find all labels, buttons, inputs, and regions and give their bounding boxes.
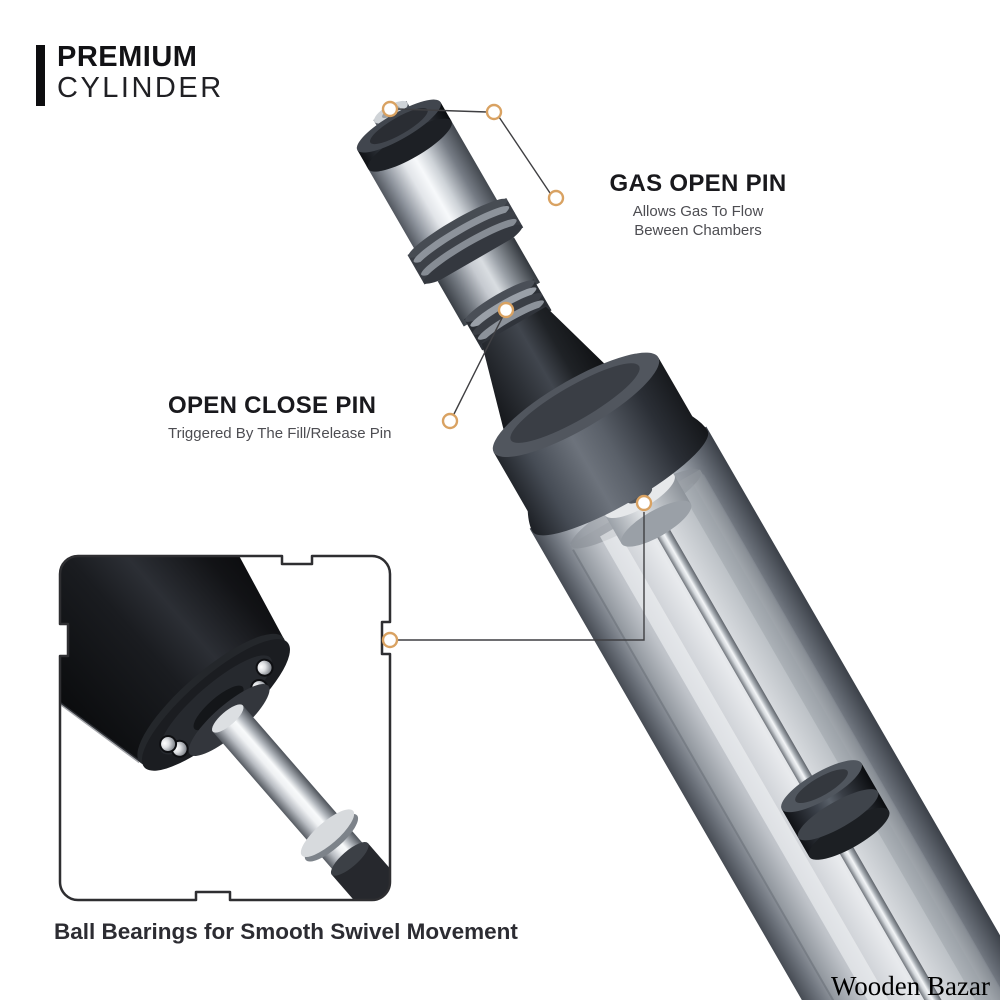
ridge-collar-upper — [407, 198, 524, 285]
open-close-label-dot — [441, 412, 459, 430]
outer-cylinder — [529, 426, 1000, 1000]
inset-frame-dot — [381, 631, 399, 649]
bearing-closeup — [60, 556, 390, 900]
rod-washer — [300, 809, 355, 858]
ball-bearings-caption: Ball Bearings for Smooth Swivel Movement — [54, 919, 518, 944]
title-line-cylinder: CYLINDER — [57, 72, 224, 104]
open-close-pin-heading: OPEN CLOSE PIN — [168, 392, 377, 419]
open-close-pin-dot — [497, 301, 515, 319]
bearing-inset — [58, 554, 392, 902]
page-title: PREMIUM CYLINDER — [57, 42, 224, 104]
inner-piston — [781, 760, 890, 860]
gas-open-pin-subtitle: Allows Gas To Flow Beween Chambers — [632, 203, 764, 239]
watermark: Wooden Bazar — [830, 971, 990, 1000]
title-accent-bar — [36, 45, 45, 106]
gas-label-dot — [547, 189, 565, 207]
leader-elbow-dot — [485, 103, 503, 121]
gas-open-pin-dot — [381, 100, 399, 118]
open-close-pin-subtitle: Triggered By The Fill/Release Pin — [168, 425, 392, 442]
bearing-guide-dot — [635, 494, 653, 512]
gas-cylinder — [356, 99, 1000, 1000]
gas-open-pin-callout: GAS OPEN PIN Allows Gas To Flow Beween C… — [567, 170, 829, 240]
open-close-pin-callout: OPEN CLOSE PIN Triggered By The Fill/Rel… — [168, 392, 468, 443]
callout-leaders — [381, 100, 653, 649]
title-line-premium: PREMIUM — [57, 41, 198, 73]
gas-open-pin-heading: GAS OPEN PIN — [609, 170, 787, 197]
top-collar — [492, 352, 709, 536]
valve-stem — [437, 237, 540, 327]
inset-frame-border — [58, 554, 392, 902]
tip-cap — [356, 99, 452, 172]
